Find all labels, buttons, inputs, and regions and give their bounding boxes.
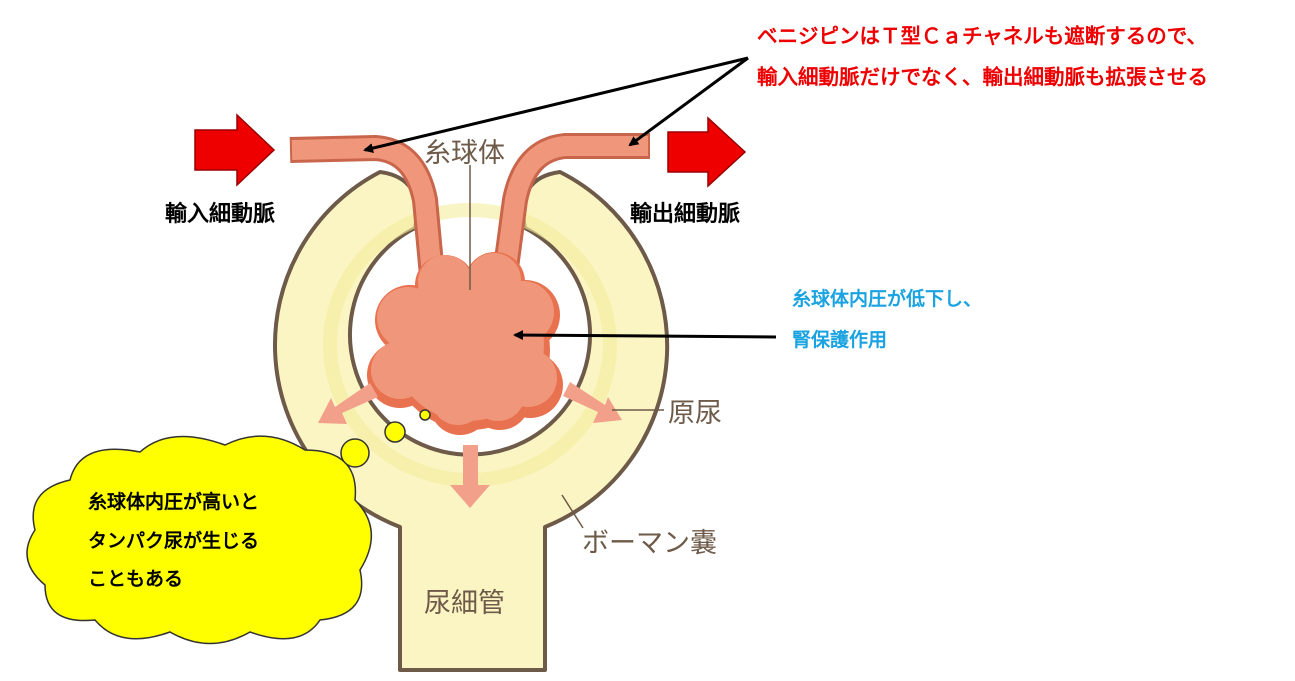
- pointer-arrow-efferent: [628, 56, 749, 147]
- outflow-arrow-icon: [667, 116, 747, 188]
- glomerulus: [367, 252, 563, 435]
- pointer-arrow-afferent: [363, 56, 749, 153]
- efferent-label: 輸出細動脈: [630, 201, 740, 227]
- efferent-arteriole: [492, 133, 650, 277]
- bowman-capsule-label: ボーマン嚢: [582, 528, 717, 559]
- cloud-text-line3: こともある: [88, 568, 183, 590]
- pointer-arrow-glomerulus: [513, 330, 777, 341]
- glomerulus-label: 糸球体: [424, 138, 505, 169]
- thought-cloud: [26, 409, 431, 645]
- blue-annotation-line2: 腎保護作用: [792, 328, 887, 351]
- inflow-arrow-icon: [194, 113, 276, 187]
- cloud-text-line2: タンパク尿が生じる: [88, 529, 259, 552]
- bowman-leader: [561, 494, 584, 529]
- blue-annotation-line1: 糸球体内圧が低下し、: [792, 287, 982, 310]
- filtrate-arrows: [318, 382, 622, 508]
- tubule-label: 尿細管: [424, 588, 505, 619]
- red-annotation-line2: 輸入細動脈だけでなく、輸出細動脈も拡張させる: [757, 65, 1208, 89]
- filtrate-arrow-left: [318, 383, 378, 424]
- cloud-text-line1: 糸球体内圧が高いと: [88, 490, 259, 513]
- primary-urine-label: 原尿: [668, 398, 722, 429]
- filtrate-arrow-down: [450, 445, 490, 508]
- filtrate-arrow-right: [563, 382, 622, 423]
- red-annotation-line1: ベニジピンはＴ型Ｃａチャネルも遮断するので、: [757, 24, 1207, 48]
- afferent-label: 輸入細動脈: [165, 201, 275, 227]
